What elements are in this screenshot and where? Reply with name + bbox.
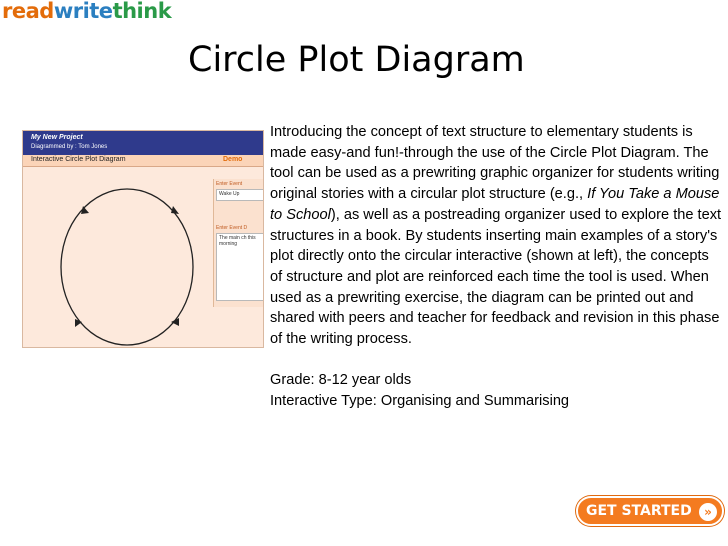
event-label: Enter Event: [216, 181, 243, 187]
thumbnail-event-panel: Enter Event Wake Up Enter Event D The ma…: [213, 179, 263, 307]
logo-think: think: [112, 0, 172, 23]
grade-text: Grade: 8-12 year olds: [270, 372, 412, 389]
circle-plot-screenshot: My New Project Diagrammed by : Tom Jones…: [22, 130, 264, 348]
intro-paragraph: Introducing the concept of text structur…: [270, 122, 722, 350]
thumbnail-tool-title: Interactive Circle Plot Diagram: [31, 156, 126, 163]
page-title: Circle Plot Diagram: [188, 40, 525, 80]
arrow-mark: [75, 319, 82, 327]
get-started-button[interactable]: GET STARTED »: [576, 496, 724, 526]
interactive-type-text: Interactive Type: Organising and Summari…: [270, 393, 570, 410]
event-input: Wake Up: [216, 189, 263, 201]
readwritethink-logo[interactable]: readwritethink: [2, 0, 172, 23]
thumbnail-author: Diagrammed by : Tom Jones: [31, 144, 108, 150]
logo-read: read: [2, 0, 54, 23]
event-description-label: Enter Event D: [216, 225, 248, 231]
thumbnail-project-title: My New Project: [31, 134, 83, 141]
intro-text: Introducing the concept of text structur…: [270, 124, 720, 203]
arrow-right-icon: »: [699, 503, 717, 521]
thumbnail-demo-label: Demo: [223, 156, 243, 163]
get-started-label: GET STARTED: [586, 503, 692, 519]
description: Introducing the concept of text structur…: [270, 122, 722, 412]
circle-diagram: [60, 188, 194, 346]
arrow-mark: [171, 318, 179, 326]
thumbnail-toolbar: Interactive Circle Plot Diagram Demo: [23, 155, 263, 167]
arrow-mark: [81, 206, 89, 214]
plot-circle: [60, 188, 194, 346]
intro-text-cont: ), as well as a postreading organizer us…: [270, 206, 722, 348]
logo-write: write: [53, 0, 113, 23]
thumbnail-header: My New Project Diagrammed by : Tom Jones: [23, 131, 263, 155]
book-title: If You Take a Mouse to School: [270, 186, 720, 223]
arrow-mark: [171, 206, 179, 214]
event-description-input: The main ch this morning: [216, 233, 263, 301]
